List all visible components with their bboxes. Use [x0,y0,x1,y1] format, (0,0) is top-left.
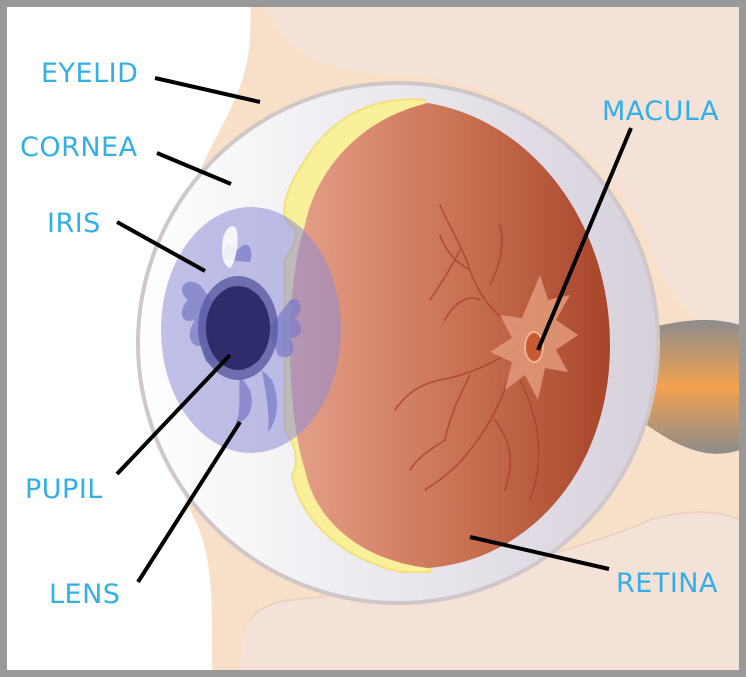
pupil-label: PUPIL [25,474,103,505]
cornea-label: CORNEA [20,132,138,163]
cornea-leader [156,151,232,186]
eyelid-label: EYELID [41,58,138,89]
macula-label: MACULA [602,96,719,127]
optic-nerve [640,319,740,454]
labels: EYELID CORNEA IRIS PUPIL LENS MACULA RET… [20,58,719,610]
orbit-skin-far [265,6,740,345]
lens-label: LENS [49,579,120,610]
iris-label: IRIS [47,208,101,239]
lower-eyelid-skin [212,601,255,671]
eyelid-leader [154,76,261,104]
lens-leader [136,420,242,584]
iris-leader [116,220,206,273]
leader-lines [115,76,633,584]
retina-body [290,103,610,568]
macula-leader [536,127,633,351]
iris-highlight [222,226,238,268]
retina-leader [469,535,610,571]
pupil [206,286,270,370]
pupil-leader [115,353,232,476]
macula-center [524,331,544,363]
retina-label: RETINA [616,568,718,599]
